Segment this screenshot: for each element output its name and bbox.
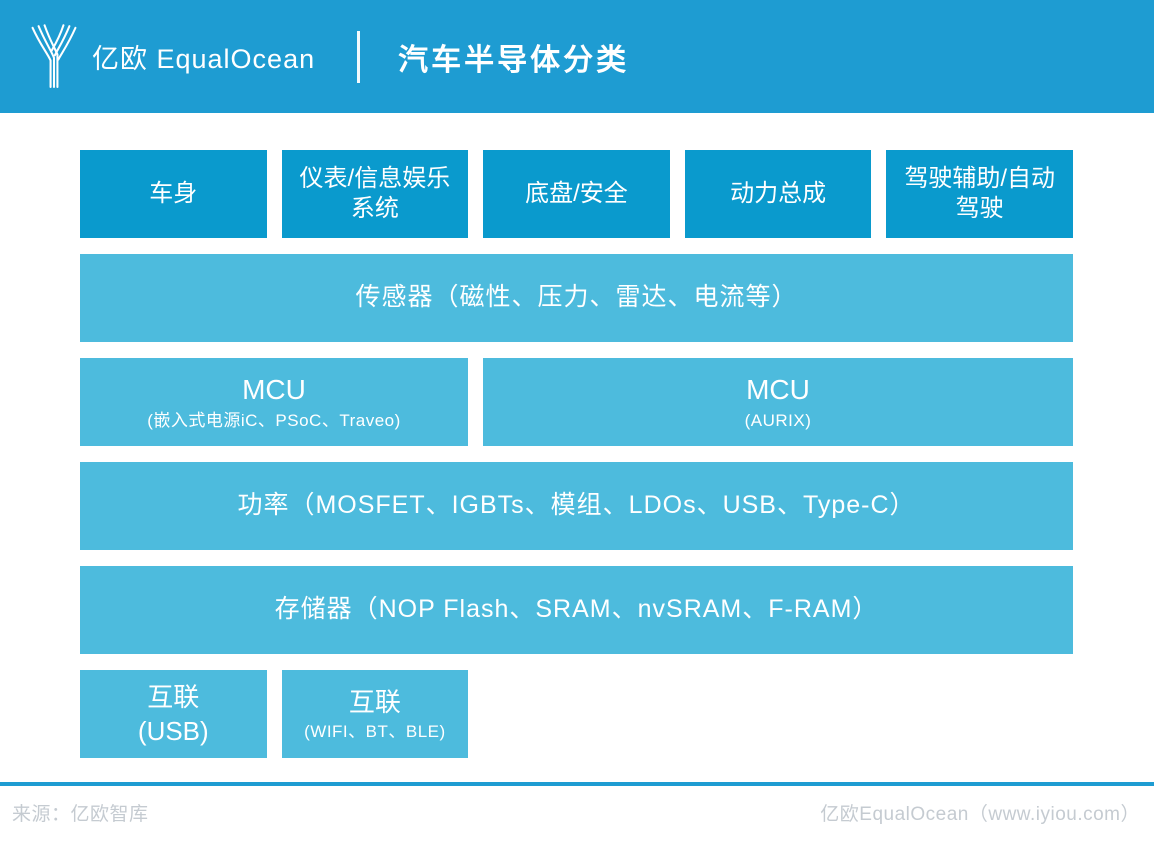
category-box-cockpit: 仪表/信息娱乐系统 (281, 150, 469, 238)
row-mcu: MCU (嵌入式电源iC、PSoC、Traveo) MCU (AURIX) (80, 358, 1073, 446)
connectivity-wireless-box: 互联 (WIFI、BT、BLE) (281, 670, 469, 758)
mcu-left-title: MCU (242, 374, 306, 406)
header-bar: 亿欧 EqualOcean 汽车半导体分类 (0, 0, 1154, 113)
category-box-adas: 驾驶辅助/自动驾驶 (886, 150, 1073, 238)
mcu-right-subtitle: (AURIX) (744, 411, 812, 431)
diagram: 车身 仪表/信息娱乐系统 底盘/安全 动力总成 驾驶辅助/自动驾驶 传感器（磁性… (0, 150, 1154, 758)
row-power: 功率（MOSFET、IGBTs、模组、LDOs、USB、Type-C） (80, 462, 1073, 550)
equalocean-logo-icon (31, 23, 77, 88)
connectivity-wireless-title: 互联 (348, 686, 401, 717)
mcu-right-box: MCU (AURIX) (483, 358, 1073, 446)
row-memory: 存储器（NOP Flash、SRAM、nvSRAM、F-RAM） (80, 566, 1073, 654)
sensor-box: 传感器（磁性、压力、雷达、电流等） (80, 254, 1073, 342)
footer: 来源：亿欧智库 亿欧EqualOcean（www.iyiou.com） (0, 782, 1154, 826)
row-connectivity: 互联 (USB) 互联 (WIFI、BT、BLE) (80, 670, 1073, 758)
brand: 亿欧 EqualOcean (30, 23, 316, 90)
source-label: 来源：亿欧智库 (12, 804, 149, 825)
category-box-body: 车身 (80, 150, 267, 238)
connectivity-wireless-subtitle: (WIFI、BT、BLE) (304, 722, 446, 742)
header-divider (357, 30, 361, 83)
brand-text: 亿欧 EqualOcean (92, 44, 316, 74)
category-box-chassis: 底盘/安全 (483, 150, 670, 238)
mcu-left-subtitle: (嵌入式电源iC、PSoC、Traveo) (147, 411, 401, 431)
row-vehicle-domains: 车身 仪表/信息娱乐系统 底盘/安全 动力总成 驾驶辅助/自动驾驶 (80, 150, 1073, 238)
connectivity-usb-box: 互联 (USB) (80, 670, 267, 758)
connectivity-usb-title: 互联 (147, 681, 200, 712)
page-title: 汽车半导体分类 (398, 43, 630, 77)
mcu-left-box: MCU (嵌入式电源iC、PSoC、Traveo) (80, 358, 468, 446)
site-label: 亿欧EqualOcean（www.iyiou.com） (820, 804, 1140, 825)
power-box: 功率（MOSFET、IGBTs、模组、LDOs、USB、Type-C） (80, 462, 1073, 550)
connectivity-usb-subtitle: (USB) (137, 716, 209, 746)
category-box-powertrain: 动力总成 (684, 150, 872, 238)
mcu-right-title: MCU (746, 374, 810, 406)
row-sensors: 传感器（磁性、压力、雷达、电流等） (80, 254, 1073, 342)
memory-box: 存储器（NOP Flash、SRAM、nvSRAM、F-RAM） (80, 566, 1073, 654)
